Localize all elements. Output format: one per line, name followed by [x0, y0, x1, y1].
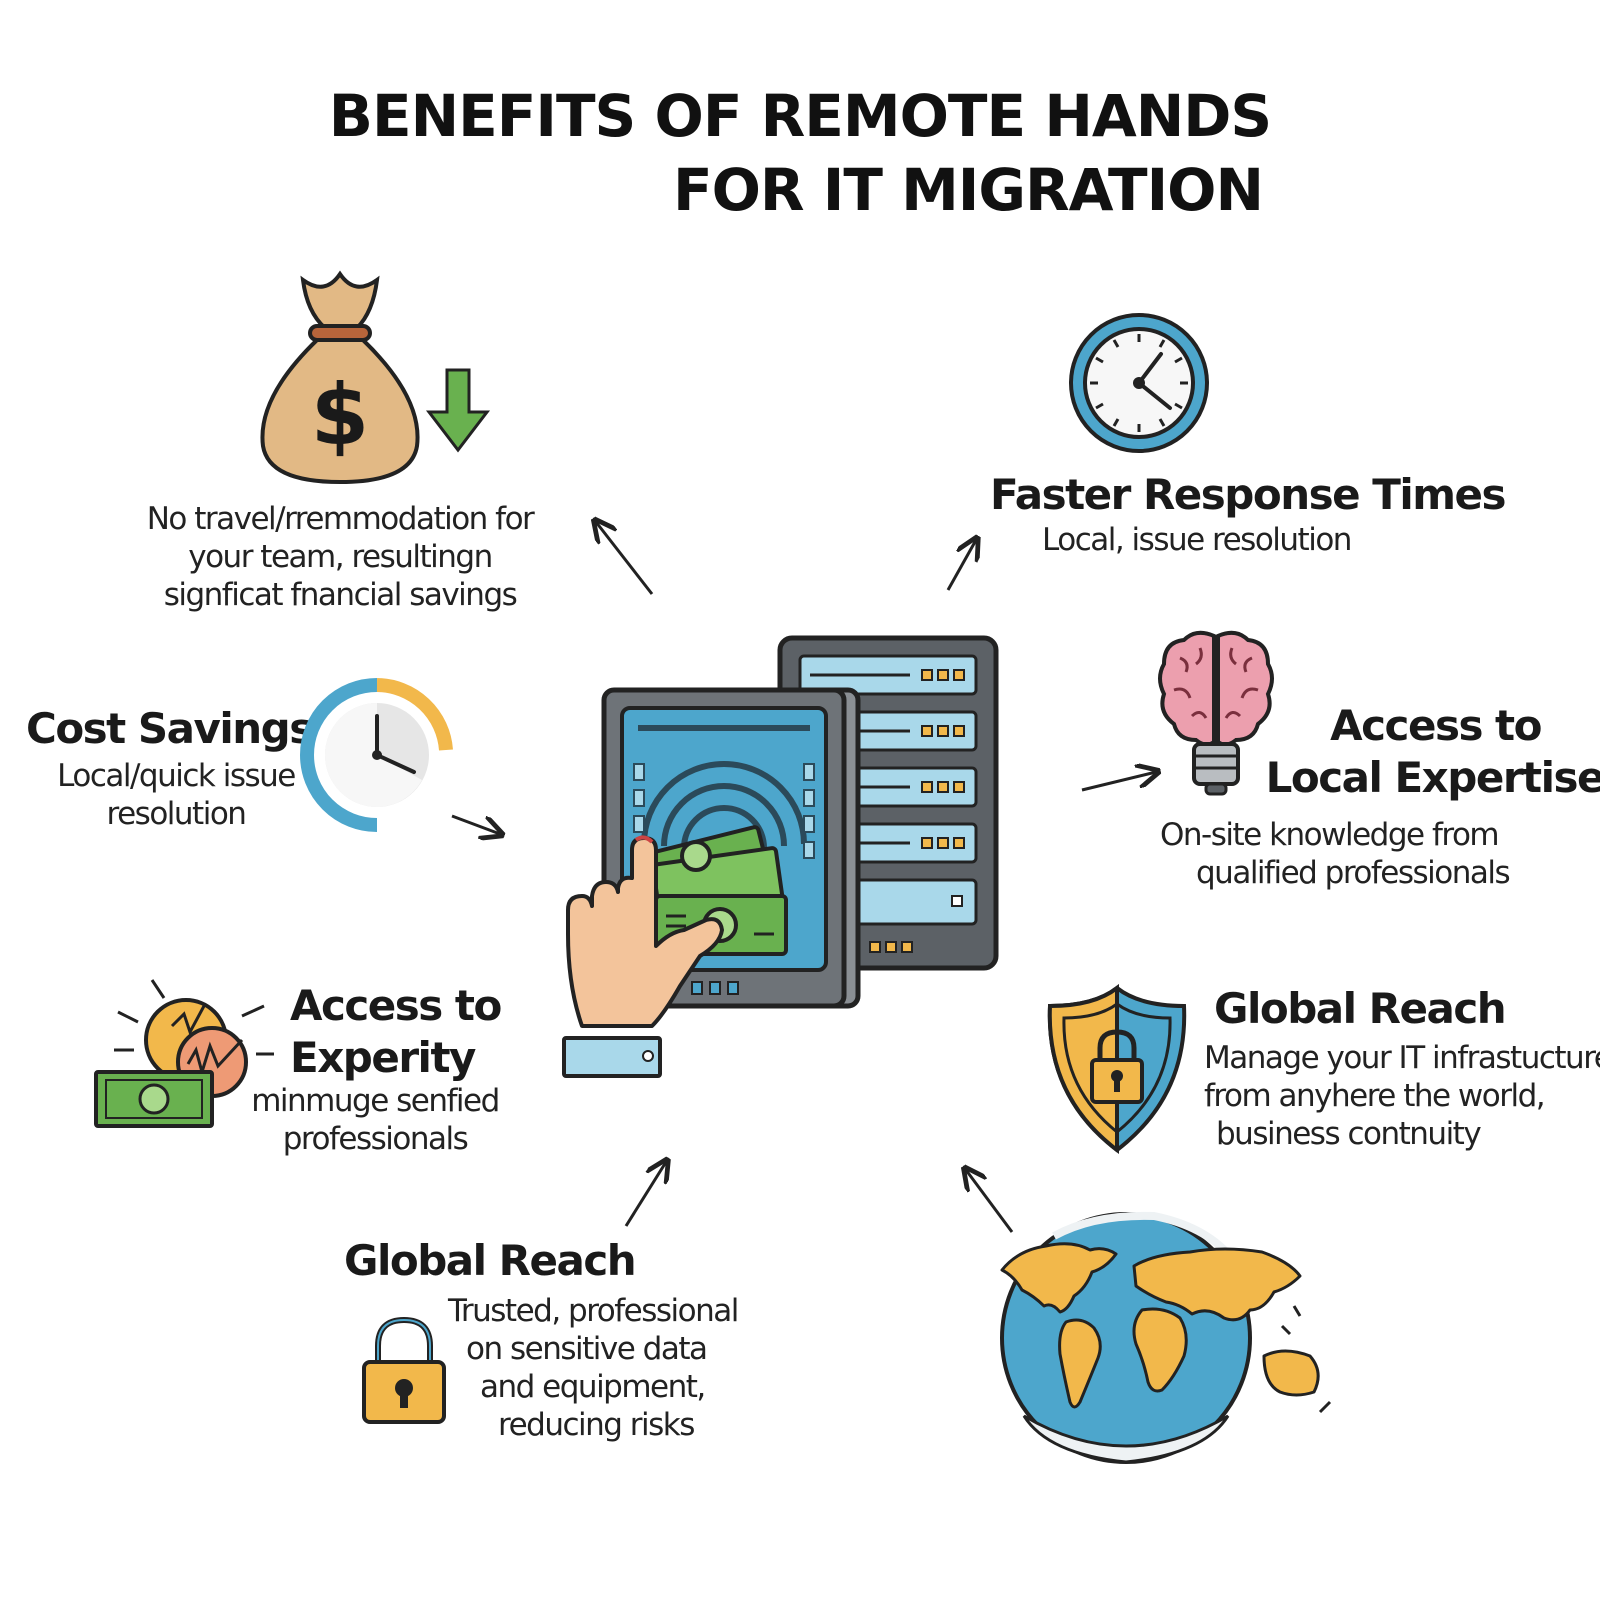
global-reach-right-line-2: from anyhere the world,	[1204, 1078, 1546, 1114]
faster-response-block: Faster Response Times Local, issue resol…	[990, 470, 1507, 559]
arrow-to-cost-note	[596, 522, 654, 595]
travel-note-line-3: signficat fnancial savings	[163, 577, 518, 613]
title-line-2: FOR IT MIGRATION	[672, 156, 1264, 224]
faster-response-text: Local, issue resolution	[1042, 521, 1490, 559]
faster-response-line-1: Local, issue resolution	[1042, 522, 1352, 558]
clock-icon	[1069, 313, 1209, 453]
shield-lock-icon	[1047, 983, 1187, 1155]
global-reach-right-text: Manage your IT infrastucture from anyher…	[1204, 1039, 1600, 1153]
global-reach-bottom-line-2: on sensitive data	[466, 1331, 708, 1367]
experity-line-2: professionals	[282, 1121, 469, 1157]
experity-heading-line-1: Access to	[290, 981, 502, 1030]
page-title: BENEFITS OF REMOTE HANDS	[0, 82, 1600, 150]
global-reach-bottom-line-1: Trusted, professional	[448, 1293, 739, 1329]
title-line-1: BENEFITS OF REMOTE HANDS	[328, 82, 1272, 150]
global-reach-right-line-3: business contnuity	[1216, 1116, 1482, 1152]
cost-savings-line-1: Local/quick issue	[57, 758, 296, 794]
globe-icon	[1000, 1211, 1332, 1464]
local-expertise-line-1: On-site knowledge from	[1160, 817, 1500, 853]
svg-text:$: $	[311, 366, 369, 464]
local-expertise-line-2: qualified professionals	[1196, 855, 1511, 891]
global-reach-bottom-line-4: reducing risks	[498, 1407, 695, 1443]
local-expertise-heading: Access to Local Expertise	[1264, 700, 1600, 804]
global-reach-right-heading: Global Reach	[1214, 984, 1507, 1033]
experity-text: minmuge senfied professionals	[240, 1082, 510, 1158]
page-title-line-2: FOR IT MIGRATION	[168, 156, 1600, 224]
cost-savings-block: Cost Savings Local/quick issue resolutio…	[26, 704, 316, 833]
travel-note-line-2: your team, resultingn	[188, 539, 493, 575]
global-reach-bottom-heading: Global Reach	[344, 1236, 637, 1285]
arrow-to-server-bottom-left	[624, 1162, 666, 1227]
arrow-to-faster-response	[946, 540, 976, 591]
experity-line-1: minmuge senfied	[251, 1083, 500, 1119]
down-arrow-icon	[425, 368, 491, 453]
server-rack-icon	[562, 635, 999, 1078]
money-bag-icon: $	[260, 270, 420, 485]
cost-savings-line-2: resolution	[106, 796, 247, 832]
global-reach-right-line-1: Manage your IT infrastucture	[1204, 1040, 1600, 1076]
brain-lightbulb-icon	[1158, 630, 1274, 796]
travel-note-line-1: No travel/rremmodation for	[146, 501, 535, 537]
global-reach-bottom-text: Trusted, professional on sensitive data …	[448, 1292, 748, 1444]
stopwatch-icon	[300, 678, 453, 832]
global-reach-bottom-line-3: and equipment,	[480, 1369, 706, 1405]
arrow-to-server-bottom-right	[966, 1170, 1014, 1233]
local-expertise-heading-line-1: Access to	[1330, 701, 1542, 750]
local-expertise-text: On-site knowledge from qualified profess…	[1160, 816, 1560, 892]
travel-note: No travel/rremmodation for your team, re…	[100, 500, 580, 614]
arrow-from-cost-savings	[451, 814, 500, 834]
padlock-icon	[362, 1316, 446, 1424]
experity-heading-line-2: Experity	[290, 1033, 476, 1082]
faster-response-heading: Faster Response Times	[990, 470, 1507, 519]
experity-heading: Access to Experity	[290, 980, 502, 1084]
arrow-to-local-expertise	[1081, 772, 1156, 792]
global-reach-right-block: Global Reach Manage your IT infrastuctur…	[1204, 984, 1600, 1153]
local-expertise-heading-line-2: Local Expertise	[1265, 753, 1600, 802]
coins-cash-icon	[94, 979, 274, 1128]
cost-savings-text: Local/quick issue resolution	[36, 757, 316, 833]
cost-savings-heading: Cost Savings	[26, 704, 314, 753]
